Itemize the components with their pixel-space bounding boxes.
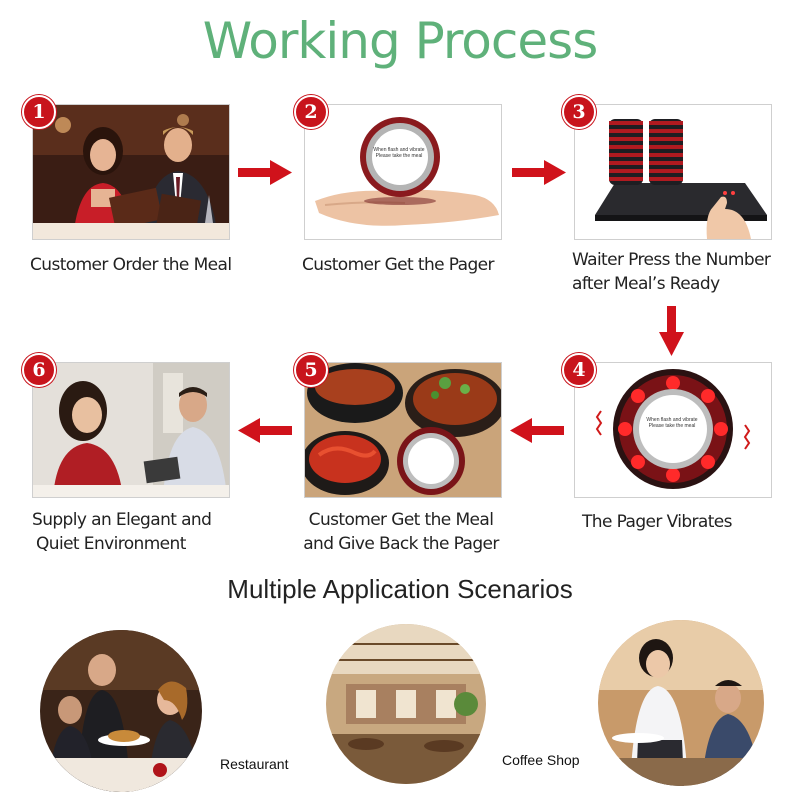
step-2-photo [304,104,502,240]
dining-couple-illustration [33,105,229,239]
scenario-restaurant-photo [40,630,202,792]
step-4-badge: 4 [562,353,596,387]
step-6-photo [32,362,230,498]
arrow-left-5-to-6-icon [238,418,292,443]
step-3-photo [574,104,772,240]
scenario-coffee-shop-photo [598,620,764,786]
process-arrows [238,160,684,443]
hand-holding-pager-illustration [305,105,501,239]
pager-screen-line-2: Please take the meal [375,153,423,159]
step-5-caption-line-1: Customer Get the Meal [308,510,494,530]
scenario-coffee-shop-label: Coffee Shop [502,752,580,768]
vibrating-pager-illustration [575,363,771,497]
pager-screen-line-2: Please take the meal [648,423,696,429]
step-5-photo [304,362,502,498]
step-2-caption: Customer Get the Pager [302,255,495,275]
restaurant-illustration [40,630,202,792]
step-5-caption: Customer Get the Meal and Give Back the … [290,508,512,556]
step-4-caption: The Pager Vibrates [582,512,733,532]
step-3-badge: 3 [562,95,596,129]
step-3-caption-line-1: Waiter Press the Number [572,250,771,270]
step-2-pager-screen-text: When flash and vibrate Please take the m… [369,147,429,159]
arrow-right-1-to-2-icon [238,160,292,185]
step-6-badge: 6 [22,353,56,387]
pager-stack-right [649,119,683,185]
step-6-caption-line-2: Quiet Environment [36,534,186,554]
step-3-caption: Waiter Press the Number after Meal’s Rea… [572,248,792,296]
charging-base-illustration [575,105,771,239]
coffee-shop-illustration [598,620,764,786]
meal-with-pager-illustration [305,363,501,497]
page-title: Working Process [202,12,599,70]
quiet-environment-illustration [33,363,229,497]
cafe-interior-illustration [326,624,486,784]
arrow-left-4-to-5-icon [510,418,564,443]
step-4-photo [574,362,772,498]
step-6-caption-line-1: Supply an Elegant and [32,510,212,530]
scenario-cafe-interior-photo [326,624,486,784]
arrow-down-3-to-4-icon [659,306,684,356]
pager-screen-line-1: When flash and vibrate [373,147,425,153]
step-6-caption: Supply an Elegant and Quiet Environment [32,508,262,556]
step-3-caption-line-2: after Meal’s Ready [572,274,720,294]
pager-screen-line-1: When flash and vibrate [646,417,698,423]
step-1-photo [32,104,230,240]
step-1-caption: Customer Order the Meal [30,255,232,275]
step-5-badge: 5 [294,353,328,387]
step-4-pager-screen-text: When flash and vibrate Please take the m… [642,417,702,429]
arrow-right-2-to-3-icon [512,160,566,185]
scenarios-subtitle: Multiple Application Scenarios [227,574,573,604]
step-5-caption-line-2: and Give Back the Pager [303,534,499,554]
scenario-restaurant-label: Restaurant [220,756,289,772]
step-2-badge: 2 [294,95,328,129]
step-1-badge: 1 [22,95,56,129]
pager-stack-left [609,119,643,185]
